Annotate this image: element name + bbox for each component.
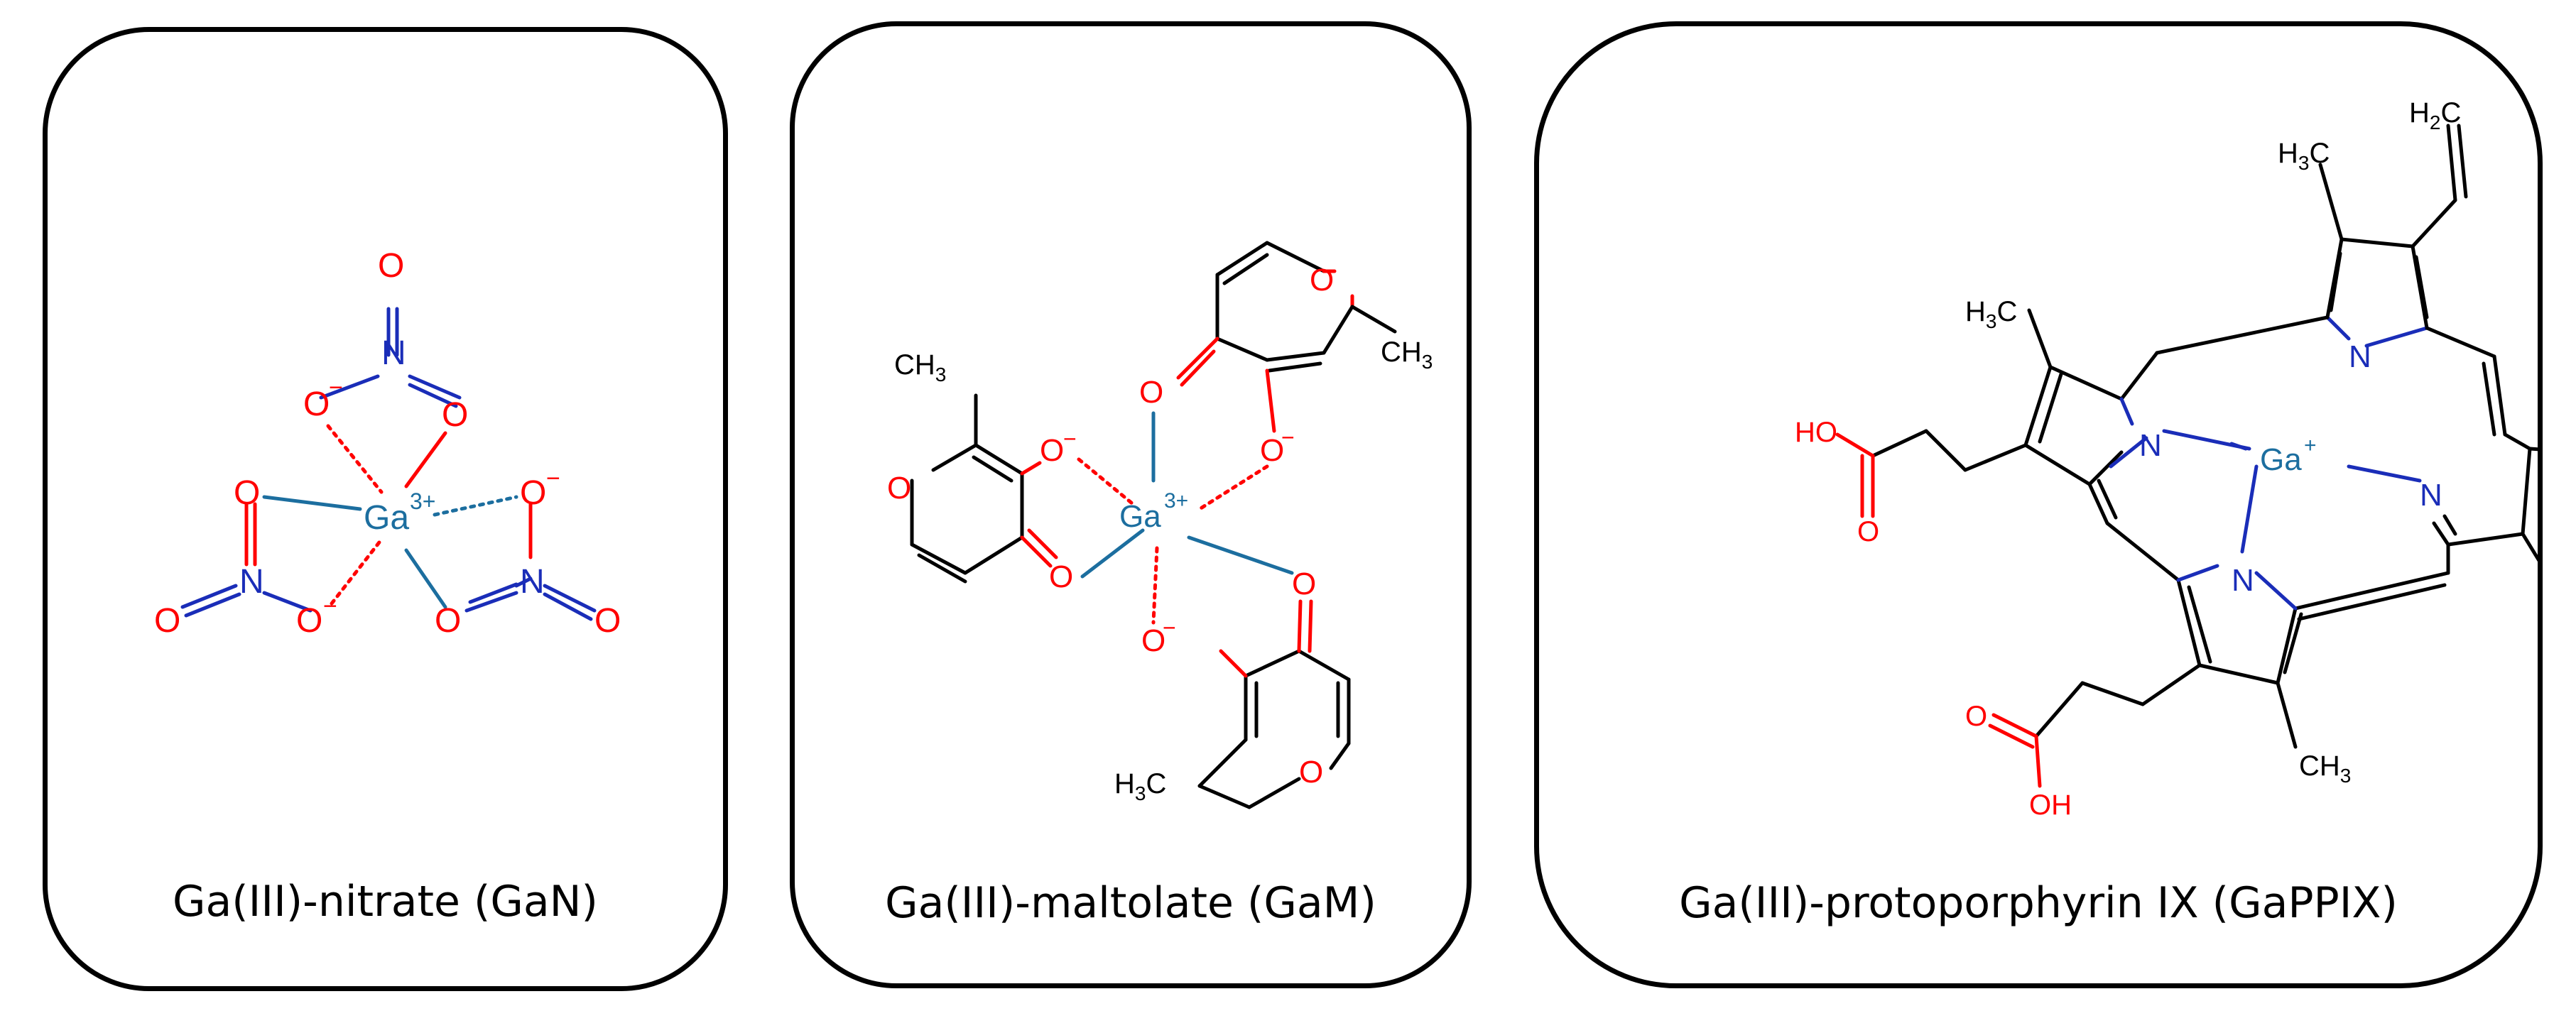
- carbonyl-oxygen: O: [1292, 567, 1316, 601]
- carbonyl-oxygen: O: [1049, 559, 1073, 594]
- methyl-label: CH3: [2299, 750, 2351, 787]
- methyl-label: H3C: [1114, 768, 1166, 804]
- charge-minus: −: [1281, 425, 1295, 450]
- panel-caption: Ga(III)-maltolate (GaM): [885, 878, 1376, 928]
- panel-caption: Ga(III)-nitrate (GaN): [173, 877, 598, 927]
- pyrrole-nitrogen: N: [2349, 339, 2371, 374]
- atom-nitrogen: N: [381, 334, 406, 372]
- pyrrole-nitrogen: N: [2232, 563, 2254, 598]
- atom-oxygen: O: [154, 602, 180, 640]
- atom-oxygen-anion: O: [520, 474, 546, 512]
- phenolate-oxygen: O: [1141, 623, 1165, 658]
- carbonyl-oxygen: O: [1857, 516, 1879, 547]
- ring-oxygen: O: [887, 471, 911, 506]
- metal-gallium: Ga: [1119, 499, 1161, 534]
- panel-gallium-nitrate: O N O − O O N O O − Ga 3+ O − N O O Ga(I…: [43, 27, 728, 991]
- panel-caption: Ga(III)-protoporphyrin IX (GaPPIX): [1679, 878, 2398, 928]
- hydroxyl-label: HO: [1795, 417, 1837, 448]
- charge-minus: −: [329, 374, 343, 401]
- methyl-label: H3C: [2278, 138, 2330, 174]
- metal-charge: 3+: [410, 488, 435, 514]
- atom-oxygen-anion: O: [296, 602, 322, 640]
- carbonyl-oxygen: O: [1139, 375, 1163, 410]
- hydroxyl-label: OH: [2029, 789, 2072, 821]
- atom-nitrogen: N: [239, 563, 264, 601]
- methyl-label: CH3: [1381, 337, 1433, 373]
- metal-charge: 3+: [1164, 489, 1188, 513]
- charge-minus: −: [1163, 615, 1176, 640]
- atom-oxygen: O: [594, 602, 621, 640]
- charge-minus: −: [546, 465, 560, 492]
- pyrrole-nitrogen: N: [2139, 428, 2162, 463]
- atom-oxygen: O: [435, 602, 461, 640]
- metal-charge: +: [2304, 434, 2317, 457]
- pyrrole-nitrogen: N: [2420, 478, 2442, 513]
- panel-gallium-protoporphyrin: H3C H2C H3C CH3 CH2 CH3 N N N N Ga + HO …: [1534, 21, 2543, 988]
- phenolate-oxygen: O: [1260, 433, 1284, 468]
- panel-gallium-maltolate: O CH3 O O − Ga 3+ CH3 O − O O O O − O H3…: [790, 21, 1472, 988]
- charge-minus: −: [323, 593, 337, 620]
- gallium-maltolate-structure: O CH3 O O − Ga 3+ CH3 O − O O O O − O H3…: [887, 241, 1433, 809]
- atom-oxygen: O: [442, 396, 468, 434]
- atom-nitrogen: N: [520, 563, 545, 601]
- ring-oxygen: O: [1299, 755, 1323, 789]
- atom-oxygen-anion: O: [303, 386, 330, 423]
- metal-gallium: Ga: [2260, 442, 2302, 477]
- gallium-nitrate-structure: O N O − O O N O O − Ga 3+ O − N O O: [154, 247, 621, 640]
- ring-oxygen: O: [1310, 263, 1334, 297]
- vinyl-label: H2C: [2409, 97, 2461, 133]
- carbonyl-oxygen: O: [1965, 701, 1987, 732]
- methyl-label: H3C: [1965, 296, 2017, 332]
- methyl-label: CH3: [894, 349, 946, 386]
- phenolate-oxygen: O: [1040, 433, 1064, 468]
- gallium-protoporphyrin-structure: H3C H2C H3C CH3 CH2 CH3 N N N N Ga + HO …: [1795, 97, 2538, 821]
- charge-minus: −: [1063, 426, 1077, 452]
- metal-gallium: Ga: [364, 499, 409, 537]
- atom-oxygen: O: [378, 247, 404, 285]
- atom-oxygen: O: [234, 474, 260, 512]
